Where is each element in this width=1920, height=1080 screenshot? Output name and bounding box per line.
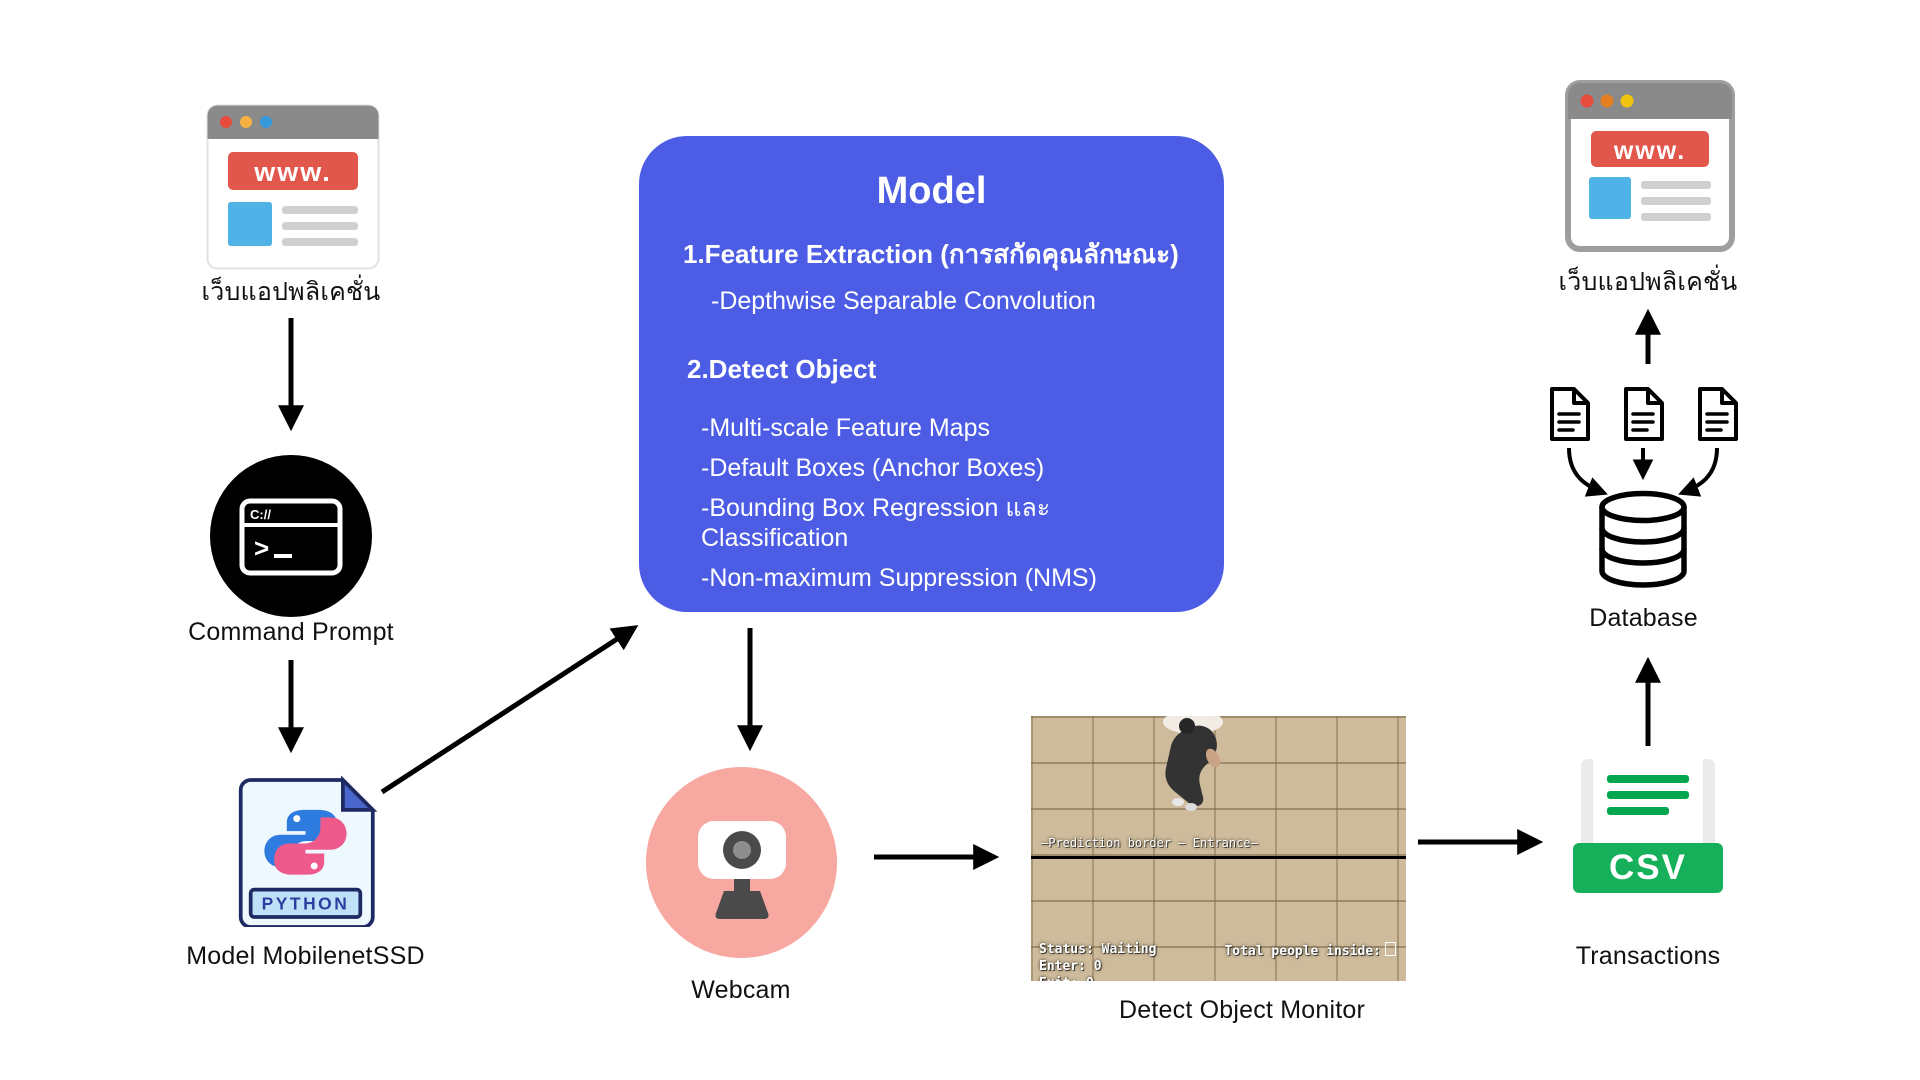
model-line-nms: -Non-maximum Suppression (NMS): [701, 564, 1097, 593]
webcam-label: Webcam: [691, 976, 791, 1004]
command-prompt-label: Command Prompt: [188, 618, 394, 646]
browser-window-icon: www.: [206, 104, 380, 270]
browser-dot-red: [220, 116, 232, 128]
folded-corner: [341, 775, 378, 812]
webapp-right-label: เว็บแอปพลิเคชั่น: [1558, 268, 1738, 296]
csv-file-icon: CSV: [1573, 759, 1723, 915]
document-icon-3: [1694, 386, 1740, 442]
command-prompt-icon: C:// >: [210, 455, 372, 617]
www-text: www.: [1613, 137, 1686, 165]
www-banner: [228, 152, 358, 190]
prediction-border-text: —Prediction border — Entrance—: [1041, 836, 1258, 850]
csv-document-icon: CSV: [1573, 759, 1723, 893]
csv-badge: [1573, 843, 1723, 893]
browser-window-icon: www.: [1565, 80, 1735, 252]
database-cylinder-icon: [1599, 490, 1687, 588]
model-line-feature-extraction: 1.Feature Extraction (การสกัดคุณลักษณะ): [683, 239, 1179, 269]
python-badge-text: PYTHON: [262, 894, 350, 914]
monitor-enter-text: Enter: 0: [1039, 959, 1102, 974]
browser-dot-yellow: [1620, 94, 1634, 108]
content-thumbnail: [1589, 177, 1631, 219]
webapp-left-icon: www.: [206, 104, 380, 270]
browser-dot-yellow: [240, 116, 252, 128]
webapp-left-label: เว็บแอปพลิเคชั่น: [201, 278, 381, 306]
model-line-depthwise: -Depthwise Separable Convolution: [711, 287, 1096, 316]
database-label: Database: [1589, 604, 1698, 632]
model-box: Model 1.Feature Extraction (การสกัดคุณลั…: [639, 136, 1224, 612]
webcam-icon: [646, 767, 837, 958]
model-line-bbox-regression: -Bounding Box Regression และ Classificat…: [701, 494, 1051, 553]
python-document-icon: PYTHON: [238, 775, 378, 929]
prediction-border-line: [1031, 856, 1406, 859]
python-file-icon: PYTHON: [233, 775, 378, 929]
terminal-prompt-text: >: [254, 533, 269, 563]
www-text: www.: [253, 157, 332, 187]
csv-badge-text: CSV: [1609, 848, 1687, 887]
content-thumbnail: [228, 202, 272, 246]
browser-dot-orange: [1600, 94, 1614, 108]
monitor-label: Detect Object Monitor: [1119, 996, 1365, 1024]
monitor-status-text: Status: Waiting: [1039, 942, 1157, 957]
document-icon-2: [1620, 386, 1666, 442]
camera-icon: [646, 767, 837, 958]
camera-stand: [715, 891, 769, 919]
model-line-detect-object: 2.Detect Object: [687, 354, 877, 385]
webapp-right-icon: www.: [1565, 80, 1735, 252]
model-line-default-boxes: -Default Boxes (Anchor Boxes): [701, 454, 1045, 483]
monitor-exit-text: Exit: 0: [1039, 976, 1094, 981]
person-silhouette: [1163, 716, 1223, 811]
arrow-python-to-model: [380, 625, 639, 795]
total-people-value-box: [1385, 942, 1396, 956]
browser-dot-blue: [260, 116, 272, 128]
browser-dot-red: [1580, 94, 1594, 108]
transactions-label: Transactions: [1575, 942, 1721, 970]
model-line-multiscale: -Multi-scale Feature Maps: [701, 414, 990, 443]
database-icon: [1594, 487, 1692, 591]
python-model-label: Model MobilenetSSD: [186, 942, 425, 970]
terminal-icon: C:// >: [239, 498, 343, 576]
model-box-title: Model: [876, 170, 987, 212]
terminal-title-text: C://: [250, 507, 271, 522]
detect-object-monitor: —Prediction border — Entrance— Status: W…: [1031, 716, 1406, 981]
total-people-label: Total people inside:: [1224, 944, 1381, 959]
www-banner: [1591, 131, 1709, 167]
monitor-total-text: Total people inside:: [1224, 942, 1396, 959]
python-logo: [264, 809, 347, 875]
terminal-cursor: [274, 554, 292, 558]
document-icon-1: [1546, 386, 1592, 442]
